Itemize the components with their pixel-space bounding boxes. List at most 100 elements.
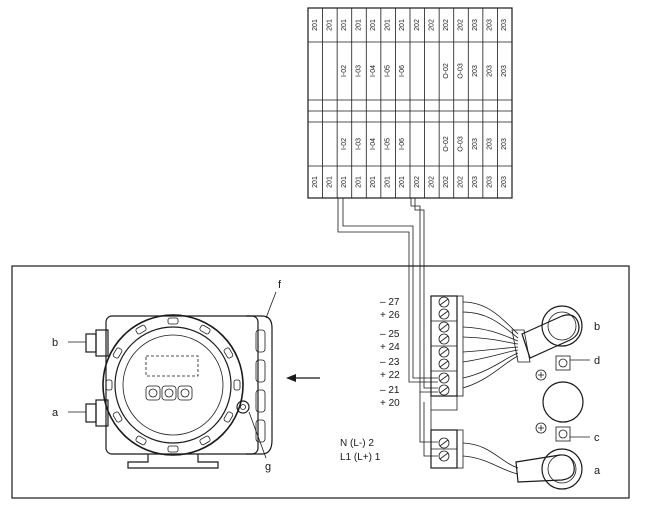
table-cell-lower-13: 203 [501,138,508,150]
table-cell-top-7: 202 [414,19,421,31]
keypad [145,385,193,401]
ground-terminal-c [535,422,590,442]
terminal-labels: – 27 + 26 – 25 + 24 – 23 + 22 – 21 + 20 … [340,297,400,463]
table-cell-lower-9: O-02 [443,136,450,152]
table-cell-bottom-1: 201 [326,176,333,188]
terminal-label-23: – 23 [380,357,400,368]
table-cell-mid-13: 203 [501,65,508,77]
table-cell-top-9: 202 [443,19,450,31]
table-cell-lower-4: I-04 [370,138,377,150]
table-cell-bottom-2: 201 [341,176,348,188]
sensor-cable-b [462,301,583,389]
terminal-screw [438,333,450,345]
table-cell-mid-3: I-03 [356,65,363,77]
table-cell-bottom-11: 203 [472,176,479,188]
cover-notch [112,347,123,359]
cover-notch [135,435,147,446]
table-cell-lower-12: 203 [487,138,494,150]
cover-notch [167,445,179,453]
callout-b-left: b [52,337,58,349]
table-cell-top-3: 201 [356,19,363,31]
table-cell-top-0: 201 [312,19,319,31]
terminal-label-1: L1 (L+) 1 [340,452,381,463]
main-panel [11,265,630,499]
table-cell-lower-2: I-02 [341,138,348,150]
terminal-screw [438,384,450,396]
table-cell-mid-10: O-03 [458,63,465,79]
table-cell-mid-2: I-02 [341,65,348,77]
table-cell-top-6: 201 [399,19,406,31]
callout-g: g [265,461,271,473]
table-cell-lower-10: O-03 [458,136,465,152]
terminal-screw [438,372,450,384]
terminal-label-24: + 24 [380,342,400,353]
housing-body [105,315,259,455]
cable-gland-a [68,399,109,427]
securing-clamp-g [236,400,250,414]
terminal-screw [438,437,450,449]
direction-arrow [286,374,320,382]
table-cell-bottom-0: 201 [312,176,319,188]
cover-notch [135,324,147,335]
terminal-block [430,295,464,469]
terminal-screw [438,450,450,462]
table-cell-lower-5: I-05 [385,138,392,150]
transmitter-housing [68,314,273,469]
table-cell-mid-12: 203 [487,65,494,77]
display-window [145,355,199,377]
signal-wires [337,198,425,298]
table-cell-bottom-13: 203 [501,176,508,188]
terminal-screw [438,321,450,333]
cover-notch [199,435,211,446]
table-cell-top-1: 201 [326,19,333,31]
housing-base [127,454,219,469]
power-cable-a [462,442,583,490]
table-cell-mid-5: I-05 [385,65,392,77]
terminal-screw [438,308,450,320]
terminal-wires [408,298,438,457]
cover-notch [112,411,123,423]
cable-gland-b [68,329,109,357]
table-cell-bottom-8: 202 [428,176,435,188]
table-cell-lower-11: 203 [472,138,479,150]
table-cell-bottom-5: 201 [385,176,392,188]
callout-a-left: a [52,407,59,419]
table-cell-bottom-3: 201 [356,176,363,188]
color-code-table: 201201201201201I-02I-02201201I-03I-03201… [307,7,513,199]
cover-notch [223,347,234,359]
table-cell-lower-6: I-06 [399,138,406,150]
terminal-label-26: + 26 [380,310,400,321]
table-cell-mid-11: 203 [472,65,479,77]
table-cell-mid-4: I-04 [370,65,377,77]
terminal-label-20: + 20 [380,398,400,409]
callout-c: c [594,432,600,444]
ground-terminal-d [535,355,590,381]
terminal-label-27: – 27 [380,297,400,308]
terminal-label-25: – 25 [380,329,400,340]
terminal-label-22: + 22 [380,370,400,381]
cover-notch [233,379,241,391]
table-cell-top-12: 203 [487,19,494,31]
empty-gland [542,381,584,423]
front-cover [102,314,244,456]
table-cell-bottom-6: 201 [399,176,406,188]
table-cell-top-13: 203 [501,19,508,31]
table-cell-lower-3: I-03 [356,138,363,150]
callout-a-right: a [594,465,601,477]
table-cell-top-10: 202 [458,19,465,31]
cover-notch [105,379,113,391]
table-cell-bottom-9: 202 [443,176,450,188]
table-cell-mid-6: I-06 [399,65,406,77]
terminal-label-21: – 21 [380,385,400,396]
table-cell-top-4: 201 [370,19,377,31]
cover-notch [223,411,234,423]
table-cell-bottom-10: 202 [458,176,465,188]
side-cover-f [246,315,273,455]
callout-b-right: b [594,321,600,333]
cover-notch [167,317,179,325]
cover-notch [199,324,211,335]
table-cell-bottom-7: 202 [414,176,421,188]
terminal-label-2: N (L-) 2 [340,438,374,449]
table-cell-mid-9: O-02 [443,63,450,79]
